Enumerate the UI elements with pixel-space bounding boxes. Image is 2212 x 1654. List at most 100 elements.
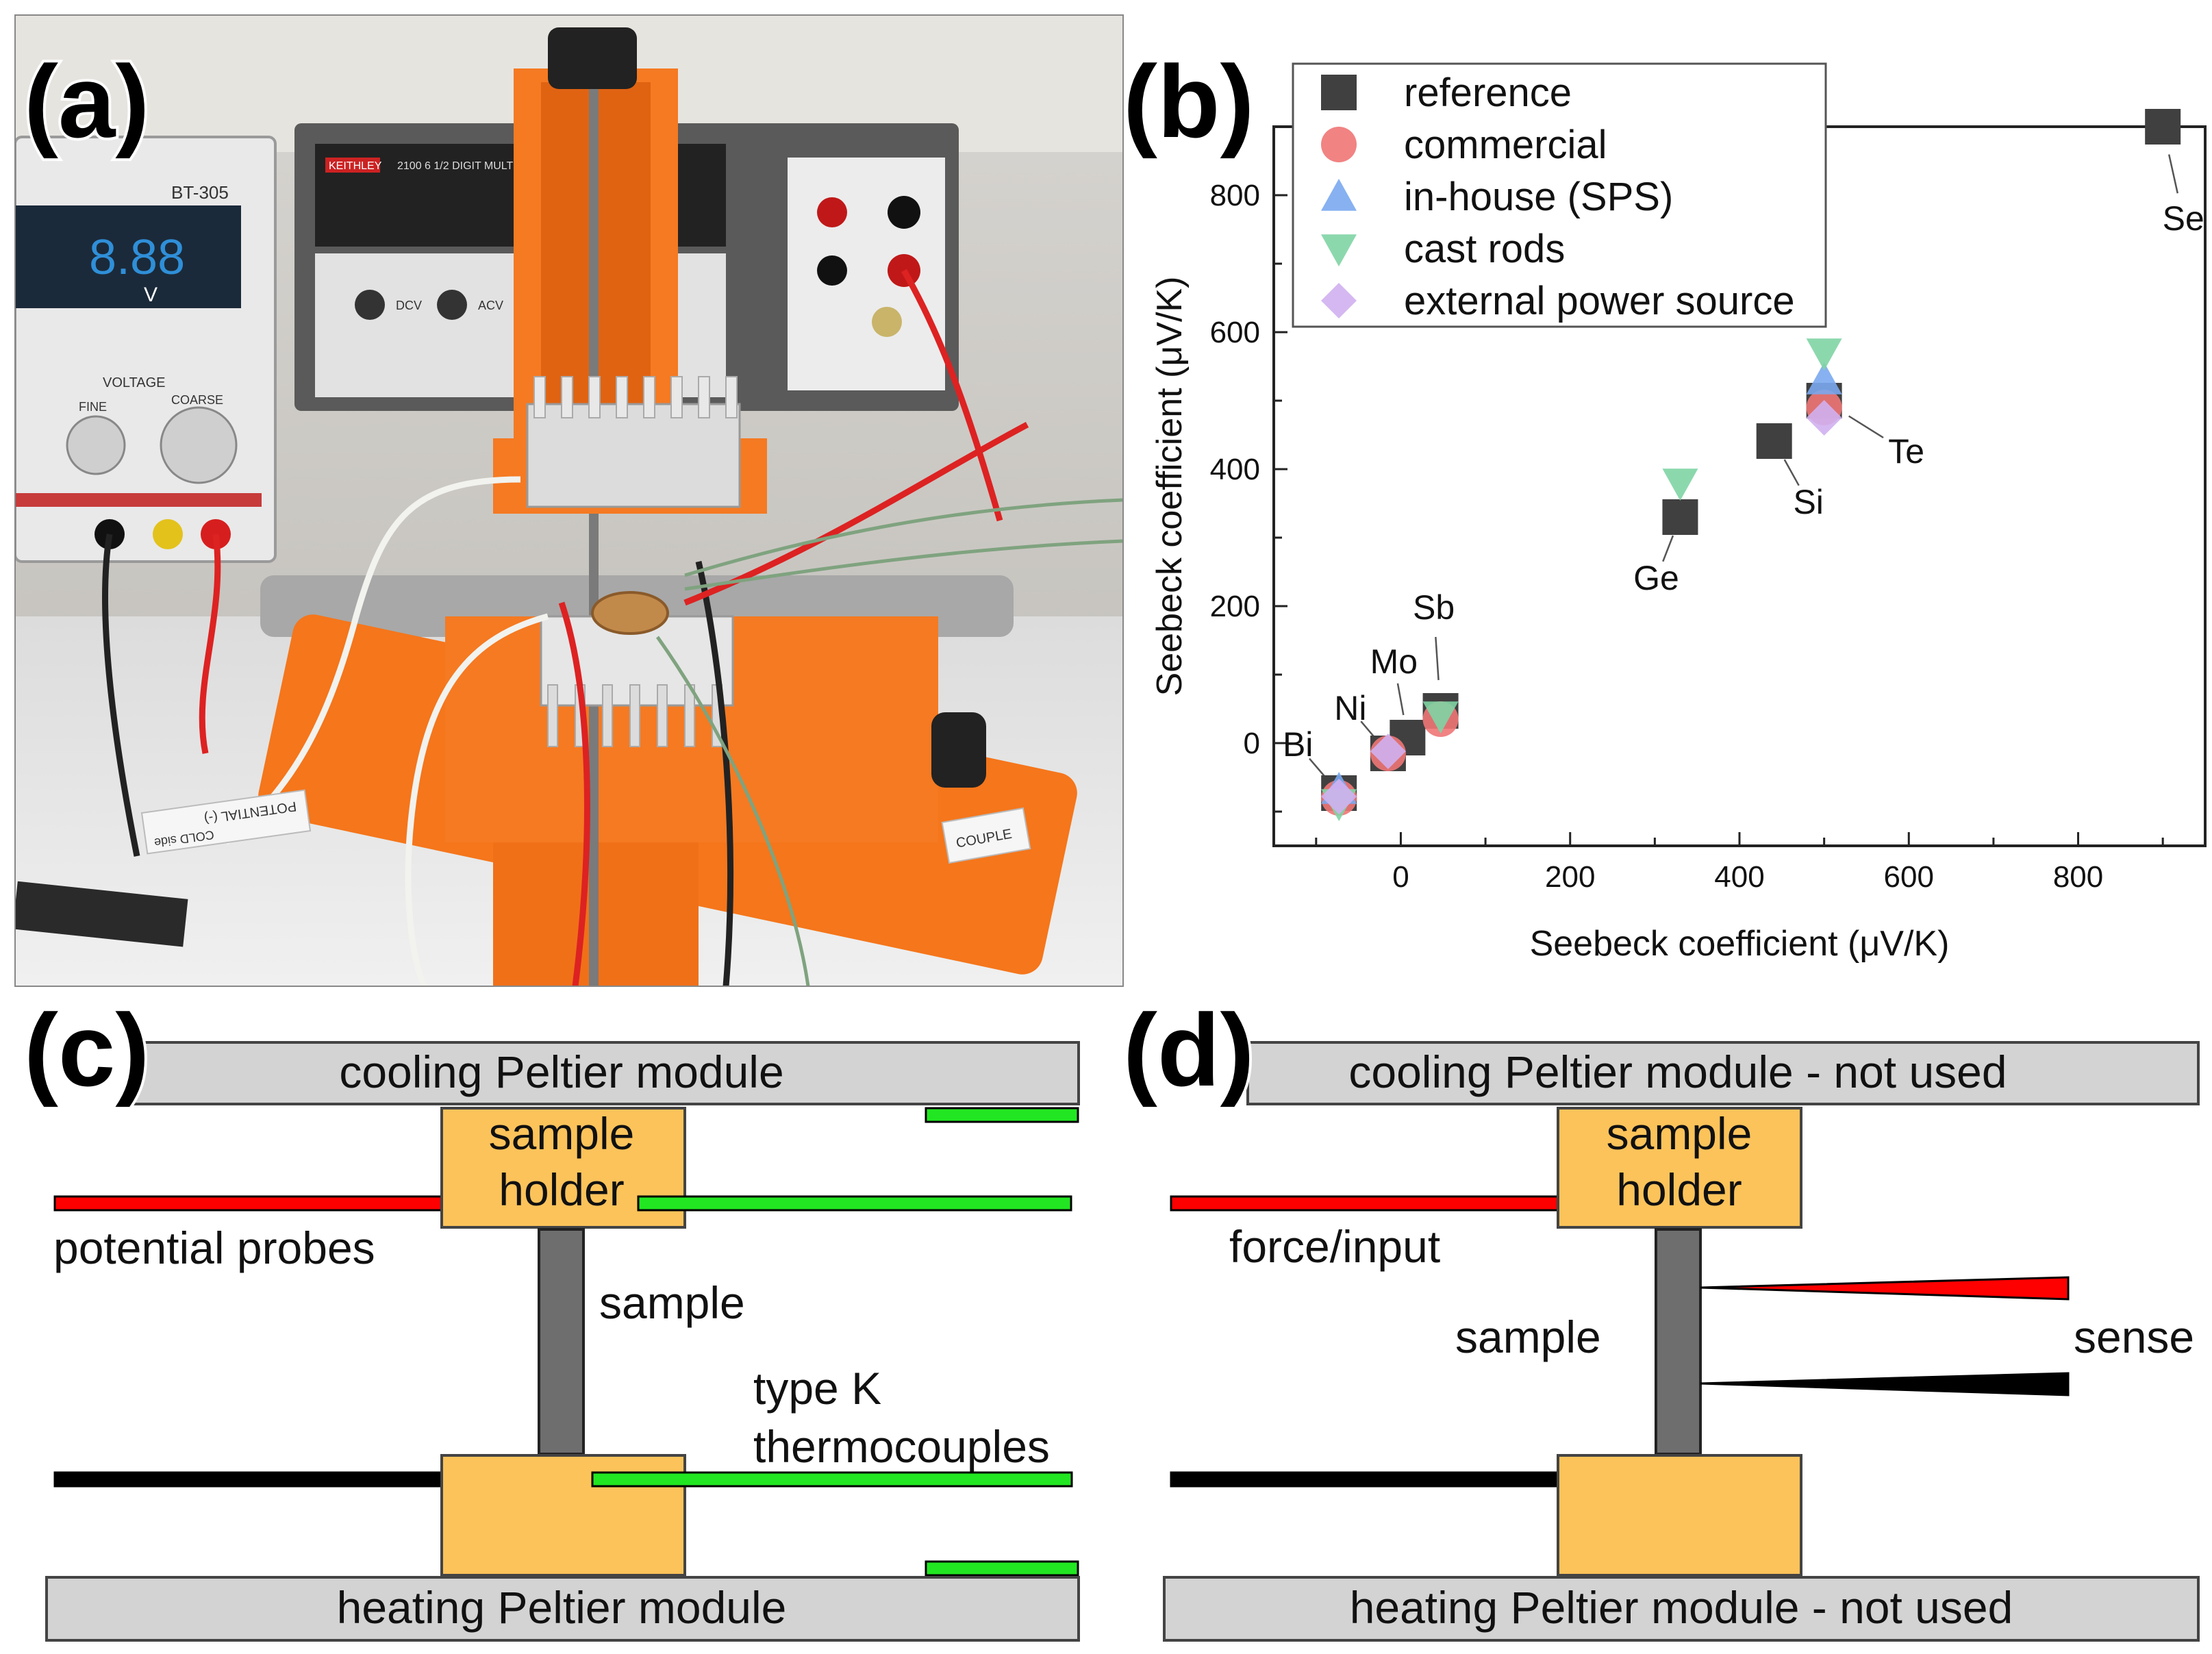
legend-box: [1292, 62, 1827, 328]
potential-probe-top: [53, 1195, 443, 1212]
cooling-peltier-module-unused: [1246, 1041, 2200, 1105]
annotation-leader-line: [1848, 415, 1884, 439]
x-tick-label: 400: [1714, 860, 1764, 894]
legend-label: reference: [1404, 71, 1572, 115]
force-input-label: force/input: [1229, 1221, 1440, 1272]
cooling-peltier-unused-label: cooling Peltier module - not used: [1348, 1047, 2007, 1097]
heating-peltier-module: [45, 1576, 1080, 1642]
legend-label: commercial: [1404, 123, 1607, 167]
element-label-ni: Ni: [1334, 689, 1366, 727]
point-reference: [2145, 109, 2181, 145]
psu-fine: FINE: [79, 400, 107, 414]
y-tick-label: 400: [1210, 453, 1260, 486]
x-tick-label: 800: [2053, 860, 2103, 894]
sample-holder-d-label-line2: holder: [1616, 1164, 1742, 1215]
annotation-leader-line: [1662, 535, 1674, 562]
x-tick-label: 600: [1884, 860, 1934, 894]
point-reference: [1662, 499, 1698, 535]
point-cast-rods: [1662, 468, 1698, 501]
annotation-leader-line: [2167, 154, 2179, 194]
sample-label: sample: [599, 1277, 745, 1328]
sense-label: sense: [2074, 1312, 2194, 1362]
legend-label: external power source: [1404, 279, 1795, 323]
x-tick-label: 0: [1392, 860, 1409, 894]
element-label-te: Te: [1888, 432, 1924, 471]
heating-peltier-module-unused: [1163, 1576, 2200, 1642]
heat-sink-top: [526, 376, 741, 508]
y-tick-label: 600: [1210, 316, 1260, 349]
x-tick-label: 200: [1545, 860, 1595, 894]
psu-model: BT-305: [171, 182, 229, 203]
point-cast-rods: [1422, 701, 1459, 734]
psu-voltage-label: VOLTAGE: [103, 375, 166, 390]
sample-holder-d-label-line1: sample: [1607, 1108, 1752, 1159]
side-knob-icon: [931, 712, 986, 788]
meter-current-input-icon: [872, 307, 902, 337]
meter-button-icon: [437, 290, 467, 320]
thermocouple-top: [637, 1195, 1072, 1212]
point-cast-rods: [1806, 338, 1842, 371]
top-knob-icon: [548, 27, 637, 89]
legend-marker-commercial: [1321, 127, 1357, 162]
potential-probes-label: potential probes: [53, 1223, 375, 1273]
sample-holder-disc-icon: [591, 591, 669, 635]
sense-wedge-black: [1700, 1372, 2070, 1396]
sample-holder-label-line2: holder: [499, 1164, 624, 1215]
psu-unit: V: [144, 284, 158, 306]
y-tick-label: 200: [1210, 590, 1260, 623]
fine-knob-icon: [66, 415, 126, 475]
thermocouple-top-stub: [925, 1107, 1079, 1123]
meter-button-icon: [355, 290, 385, 320]
force-input-red-wire: [1170, 1195, 1559, 1212]
thermocouple-bottom-stub: [925, 1560, 1079, 1577]
sample-rod-d: [1655, 1228, 1702, 1455]
element-label-mo: Mo: [1370, 642, 1418, 681]
wires: [102, 268, 1123, 986]
legend-marker-in-house-sps: [1321, 179, 1357, 211]
panel-d-diagram: cooling Peltier module - not used sample…: [1163, 1041, 2200, 1642]
element-label-ge: Ge: [1633, 559, 1679, 597]
panel-label-c: (c): [24, 992, 149, 1107]
thermocouple-bottom: [591, 1471, 1073, 1488]
psu-coarse: COARSE: [171, 393, 223, 407]
element-label-sb: Sb: [1413, 588, 1455, 627]
x-axis-title: Seebeck coefficient (μV/K): [1530, 924, 1950, 964]
y-tick-label: 0: [1244, 727, 1260, 760]
thermocouples-label-line2: thermocouples: [753, 1421, 1050, 1472]
y-tick-label: 800: [1210, 179, 1260, 212]
thermocouples-label-line1: type K: [753, 1363, 881, 1414]
sample-holder-bottom: [440, 1454, 686, 1577]
legend-label: in-house (SPS): [1404, 175, 1673, 219]
meter-button-dcv: DCV: [396, 299, 422, 312]
cooling-peltier-label: cooling Peltier module: [339, 1047, 783, 1097]
y-axis-title: Seebeck coefficient (μV/K): [1150, 277, 1190, 697]
meter-input-hi-icon: [817, 197, 847, 227]
x-axis: 0 200 400 600 800: [1315, 832, 2164, 894]
data-marks: [1321, 109, 2181, 821]
point-external-power-source: [1806, 400, 1842, 436]
heating-peltier-unused-label: heating Peltier module - not used: [1350, 1582, 2013, 1633]
element-label-se: Se: [2163, 199, 2204, 238]
power-supply: 8.88 BT-305 V VOLTAGE FINE COARSE: [15, 136, 277, 563]
meter-brand: KEITHLEY: [329, 160, 382, 172]
sense-wedge-red: [1700, 1276, 2070, 1301]
seebeck-scatter-chart: 0 200 400 600 800 0 200 400 600 800 Seebeck coef…: [1150, 62, 2207, 964]
panel-c-diagram: cooling Peltier module sample holder pot…: [45, 1041, 1080, 1642]
legend-marker-external-power-source: [1321, 283, 1357, 318]
element-label-si: Si: [1793, 483, 1823, 521]
meter-input-lo-icon: [817, 255, 847, 286]
legend-label: cast rods: [1404, 227, 1565, 271]
sample-holder-top-d: [1557, 1107, 1802, 1229]
panel-label-b: (b): [1123, 44, 1255, 159]
yellow-terminal-icon: [153, 519, 183, 549]
point-external-power-source: [1370, 734, 1406, 769]
sample-rod: [538, 1228, 585, 1455]
heating-peltier-label: heating Peltier module: [337, 1582, 787, 1633]
point-in-house-sps: [1806, 362, 1842, 394]
panel-a-photo: 8.88 BT-305 V VOLTAGE FINE COARSE KEITHL…: [14, 14, 1124, 987]
panel-label-a: (a): [24, 44, 149, 159]
element-label-bi: Bi: [1283, 725, 1313, 764]
point-external-power-source: [1321, 779, 1357, 814]
